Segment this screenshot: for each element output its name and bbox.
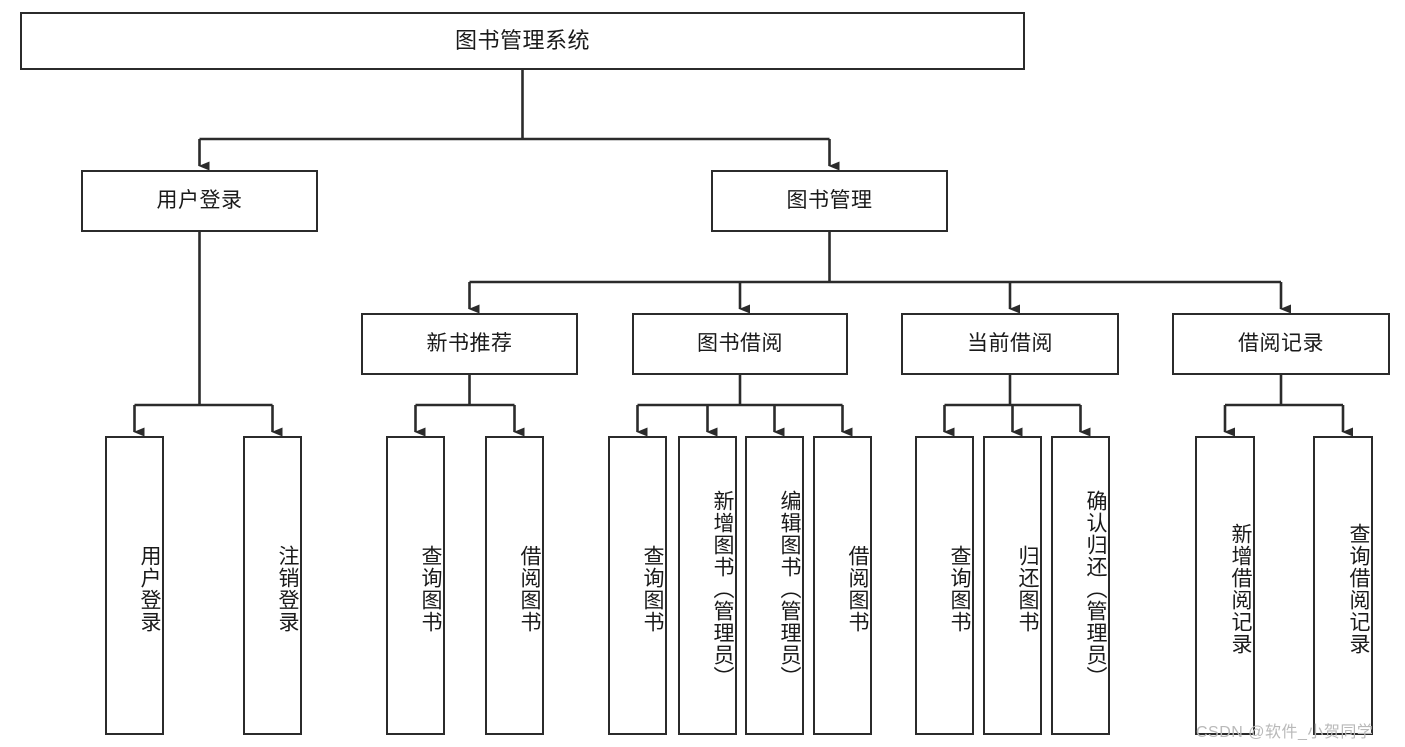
- leaf-cur-query-book[interactable]: 查询图书: [915, 436, 974, 735]
- leaf-bor-borrow-book[interactable]: 借阅图书: [813, 436, 872, 735]
- node-current-borrowing[interactable]: 当前借阅: [901, 313, 1119, 375]
- leaf-cur-return-book[interactable]: 归还图书: [983, 436, 1042, 735]
- leaf-rec-query-book[interactable]: 查询图书: [386, 436, 445, 735]
- node-root-book-management-system[interactable]: 图书管理系统: [20, 12, 1025, 70]
- leaf-cur-confirm-return-admin[interactable]: 确认归还（管理员）: [1051, 436, 1110, 735]
- node-borrowing-record[interactable]: 借阅记录: [1172, 313, 1390, 375]
- leaf-bor-add-book-admin[interactable]: 新增图书（管理员）: [678, 436, 737, 735]
- leaf-rec-borrow-book[interactable]: 借阅图书: [485, 436, 544, 735]
- csdn-watermark: CSDN @软件_小贺同学: [1196, 724, 1374, 741]
- node-new-book-recommendation[interactable]: 新书推荐: [361, 313, 578, 375]
- leaf-logout[interactable]: 注销登录: [243, 436, 302, 735]
- leaf-query-borrowing-record[interactable]: 查询借阅记录: [1313, 436, 1373, 735]
- node-user-login[interactable]: 用户登录: [81, 170, 318, 232]
- leaf-user-login[interactable]: 用户登录: [105, 436, 164, 735]
- leaf-add-borrowing-record[interactable]: 新增借阅记录: [1195, 436, 1255, 735]
- leaf-bor-query-book[interactable]: 查询图书: [608, 436, 667, 735]
- node-book-management[interactable]: 图书管理: [711, 170, 948, 232]
- leaf-bor-edit-book-admin[interactable]: 编辑图书（管理员）: [745, 436, 804, 735]
- node-book-borrowing[interactable]: 图书借阅: [632, 313, 848, 375]
